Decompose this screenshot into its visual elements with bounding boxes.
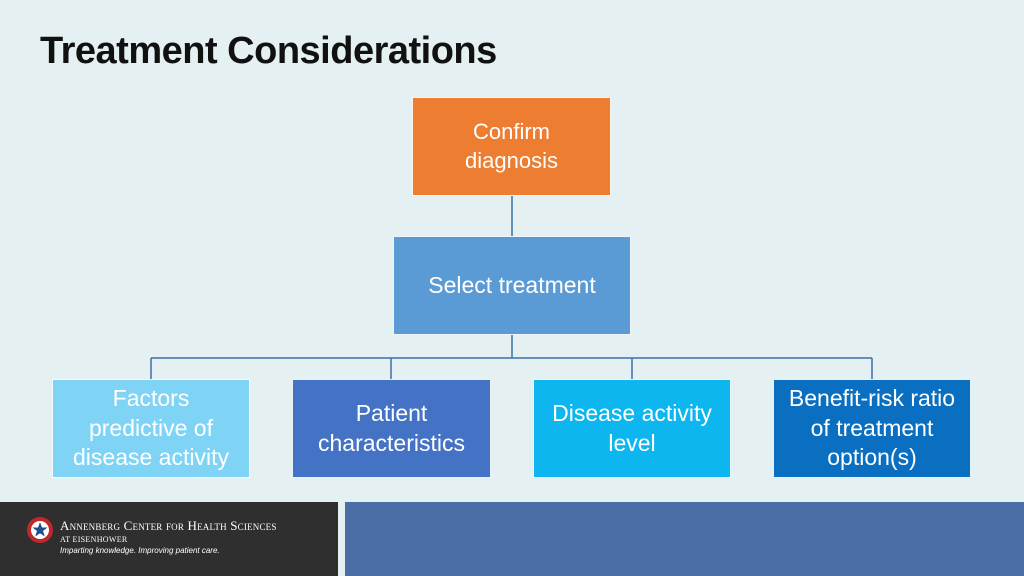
slide-title: Treatment Considerations bbox=[40, 30, 497, 72]
node-confirm-diagnosis: Confirm diagnosis bbox=[412, 97, 611, 196]
org-tagline: Imparting knowledge. Improving patient c… bbox=[60, 546, 220, 555]
node-select-treatment: Select treatment bbox=[393, 236, 631, 335]
node-factors-predictive: Factors predictive of disease activity bbox=[52, 379, 250, 478]
star-seal-icon bbox=[27, 517, 53, 543]
node-patient-characteristics: Patient characteristics bbox=[292, 379, 491, 478]
footer-logo-panel: Annenberg Center for Health Sciences AT … bbox=[0, 502, 338, 576]
org-subtitle: AT EISENHOWER bbox=[60, 535, 128, 544]
node-benefit-risk-ratio: Benefit-risk ratio of treatment option(s… bbox=[773, 379, 971, 478]
node-disease-activity-level: Disease activity level bbox=[533, 379, 731, 478]
footer-bar bbox=[345, 502, 1024, 576]
org-name: Annenberg Center for Health Sciences bbox=[60, 518, 277, 533]
